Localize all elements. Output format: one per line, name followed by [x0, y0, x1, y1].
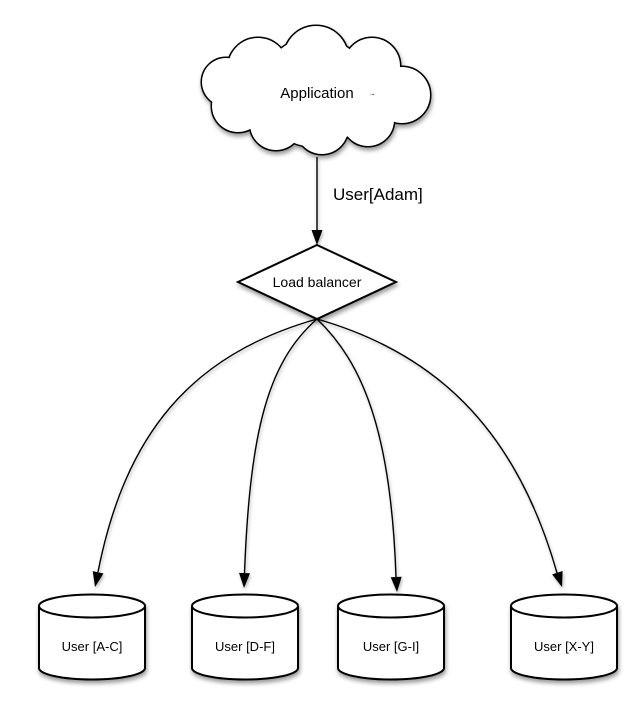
database-node-x-y: User [X-Y]	[510, 593, 618, 681]
load-balancer-label: Load balancer	[273, 274, 362, 290]
connector-arrow-line-4	[316, 318, 558, 574]
database-node-g-i: User [G-I]	[337, 593, 445, 681]
cloud-bump-fill	[202, 58, 250, 106]
connector-arrowhead-icon	[552, 571, 563, 587]
cylinder-top	[38, 593, 146, 619]
connector-arrow-line-2	[243, 318, 318, 574]
database-label: User [G-I]	[363, 639, 419, 654]
cylinder-body	[191, 606, 299, 681]
application-cloud-node: Application	[200, 24, 432, 156]
request-label: User[Adam]	[333, 185, 423, 204]
request-arrow: User[Adam]	[311, 157, 423, 245]
cylinder-top	[510, 593, 618, 619]
cylinder-body	[38, 606, 146, 681]
database-label: User [D-F]	[215, 639, 275, 654]
request-arrowhead-icon	[311, 230, 323, 245]
cylinder-top	[191, 593, 299, 619]
cylinder-body	[337, 606, 445, 681]
connector-arrowhead-icon	[92, 571, 104, 587]
cloud-shape	[200, 24, 432, 156]
cylinder-top	[337, 593, 445, 619]
database-node-d-f: User [D-F]	[191, 593, 299, 681]
connector-arrow-line-3	[316, 318, 397, 578]
connector-arrow-line-1	[97, 318, 318, 573]
shard-connectors	[92, 318, 563, 592]
database-node-a-c: User [A-C]	[38, 593, 146, 681]
connector-arrowhead-icon	[239, 572, 251, 588]
cylinder-body	[510, 606, 618, 681]
application-label: Application	[280, 85, 353, 102]
database-label: User [X-Y]	[534, 639, 594, 654]
connector-arrowhead-icon	[390, 576, 402, 592]
load-balancer-node: Load balancer	[235, 243, 399, 321]
database-label: User [A-C]	[62, 639, 123, 654]
cloud-bump-fill	[260, 37, 370, 147]
